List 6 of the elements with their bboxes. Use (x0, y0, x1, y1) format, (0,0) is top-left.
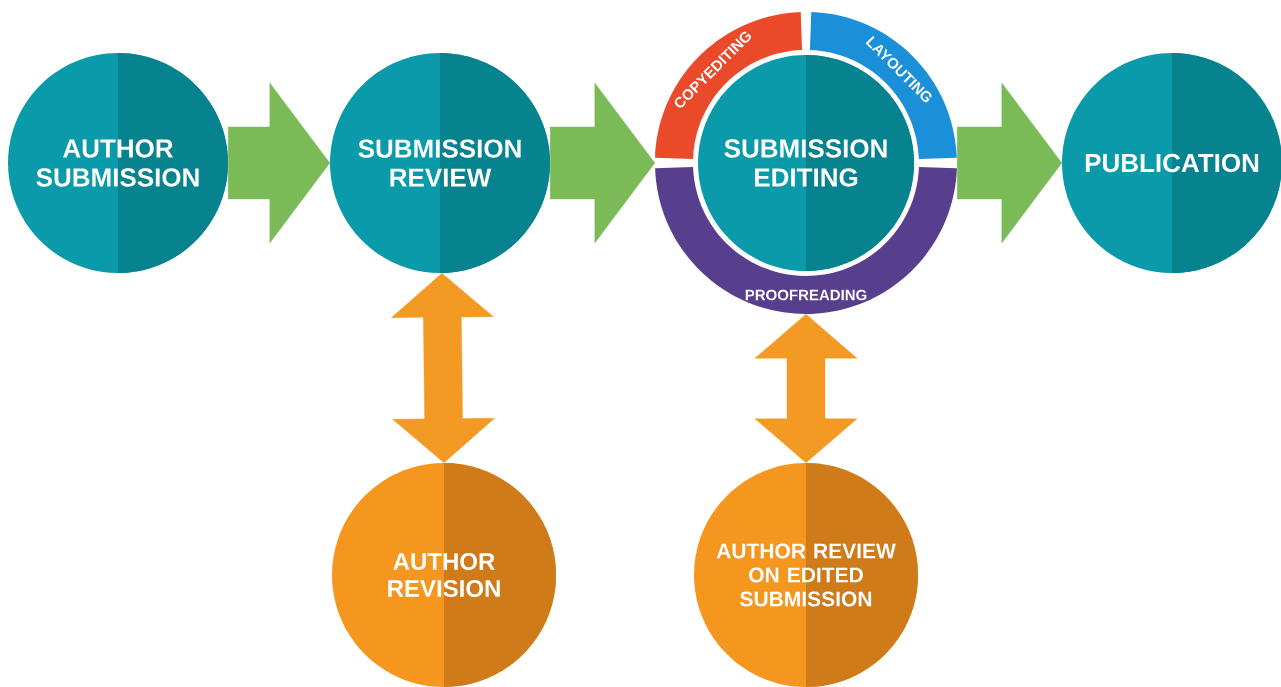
arrow (957, 82, 1062, 244)
arrow (550, 82, 655, 244)
arrow (228, 82, 330, 244)
arrow (754, 314, 858, 463)
ring-label: PROOFREADING (745, 289, 867, 301)
arrow (391, 272, 495, 463)
